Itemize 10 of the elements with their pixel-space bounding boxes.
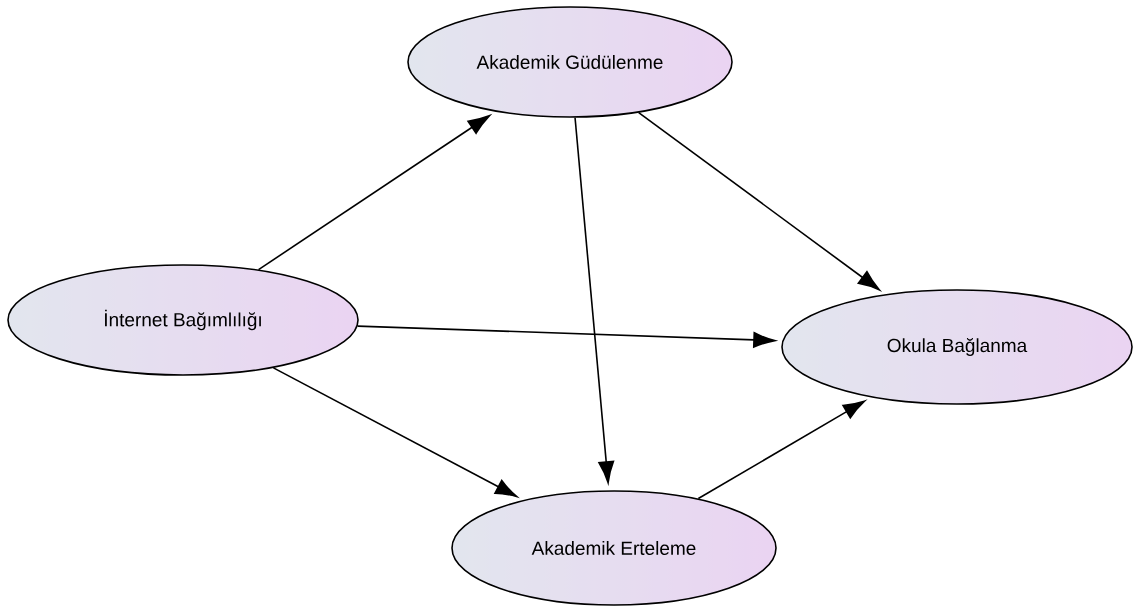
arrow — [272, 367, 518, 498]
arrow — [574, 116, 615, 484]
arrow — [697, 400, 866, 500]
ellipse-node: Akademik Erteleme — [451, 490, 777, 606]
arrow — [356, 325, 776, 348]
ellipse-node: Okula Bağlanma — [781, 289, 1133, 405]
arrow — [637, 111, 880, 291]
ellipse-node: Akademik Güdülenme — [407, 6, 733, 118]
arrow — [257, 115, 491, 271]
ellipse-node: İnternet Bağımlılığı — [7, 264, 359, 376]
